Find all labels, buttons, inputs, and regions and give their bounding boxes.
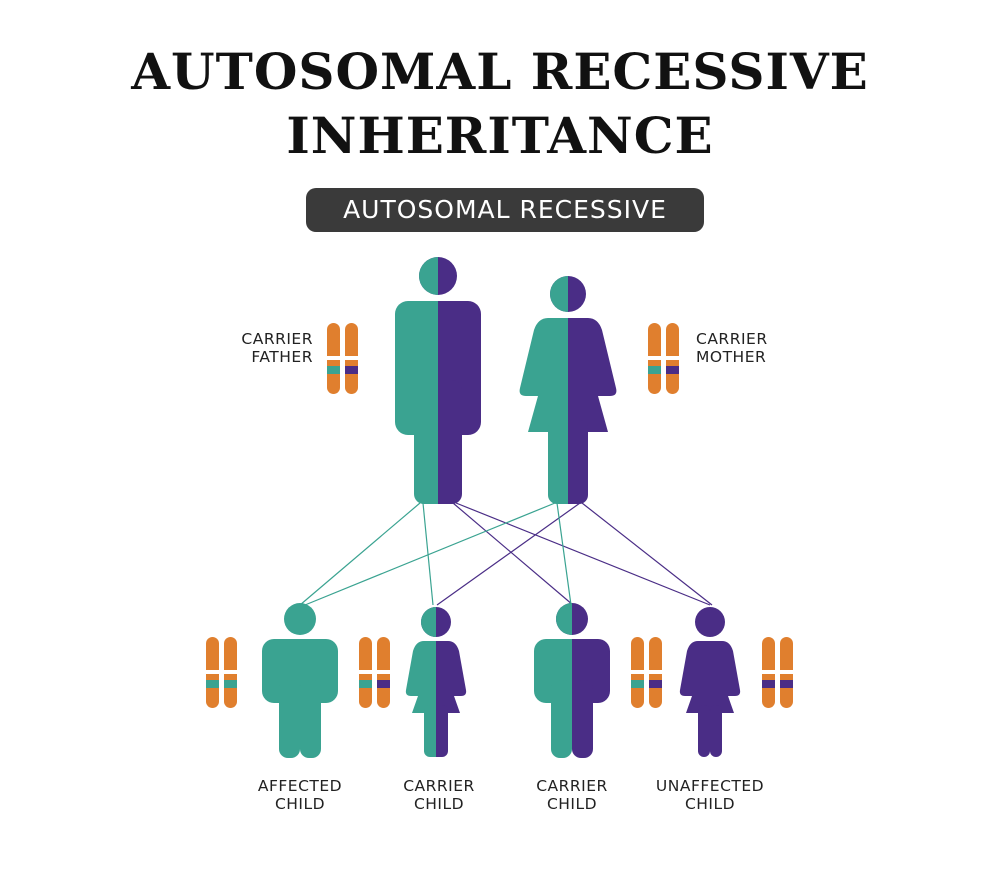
father-label-line-2: FATHER (251, 348, 313, 366)
father-figure (395, 257, 481, 504)
line-mother-to-child-2 (436, 502, 581, 606)
chromosome-pair-child-4 (762, 637, 793, 708)
chromosome-pair-mother (648, 323, 679, 394)
mode-badge: AUTOSOMAL RECESSIVE (306, 188, 704, 232)
child-3-label-line-2: CHILD (547, 795, 597, 813)
line-mother-to-child-3 (556, 502, 572, 606)
title-line-2: INHERITANCE (286, 106, 714, 165)
chromosome-pair-child-3 (631, 637, 662, 708)
line-father-to-child-2 (422, 502, 434, 606)
inheritance-lines (299, 502, 713, 606)
line-mother-to-child-4 (581, 502, 713, 606)
mother-label-line-1: CARRIER (696, 330, 768, 348)
line-mother-to-child-1 (304, 502, 556, 606)
child-4-label-line-2: CHILD (685, 795, 735, 813)
mother-label-line-2: MOTHER (696, 348, 766, 366)
child-carrier-girl-figure (405, 607, 467, 757)
page-title: AUTOSOMAL RECESSIVE INHERITANCE (0, 40, 1000, 168)
chromosome-pair-child-1 (206, 637, 237, 708)
chromosome-pair-child-2 (359, 637, 390, 708)
child-affected-figure (262, 603, 338, 758)
child-unaffected-girl-figure (679, 607, 741, 757)
child-2-label-line-2: CHILD (414, 795, 464, 813)
child-3-label-line-1: CARRIER (536, 777, 608, 795)
father-label-line-1: CARRIER (241, 330, 313, 348)
child-1-label-line-1: AFFECTED (258, 777, 342, 795)
line-father-to-child-3 (452, 502, 574, 606)
child-4-label-line-1: UNAFFECTED (656, 777, 764, 795)
line-father-to-child-1 (299, 502, 421, 606)
title-line-1: AUTOSOMAL RECESSIVE (131, 42, 869, 101)
child-1-label-line-2: CHILD (275, 795, 325, 813)
child-carrier-boy-figure (534, 603, 610, 758)
mother-figure (519, 276, 617, 504)
child-2-label-line-1: CARRIER (403, 777, 475, 795)
chromosome-pair-father (327, 323, 358, 394)
line-father-to-child-4 (455, 502, 711, 606)
